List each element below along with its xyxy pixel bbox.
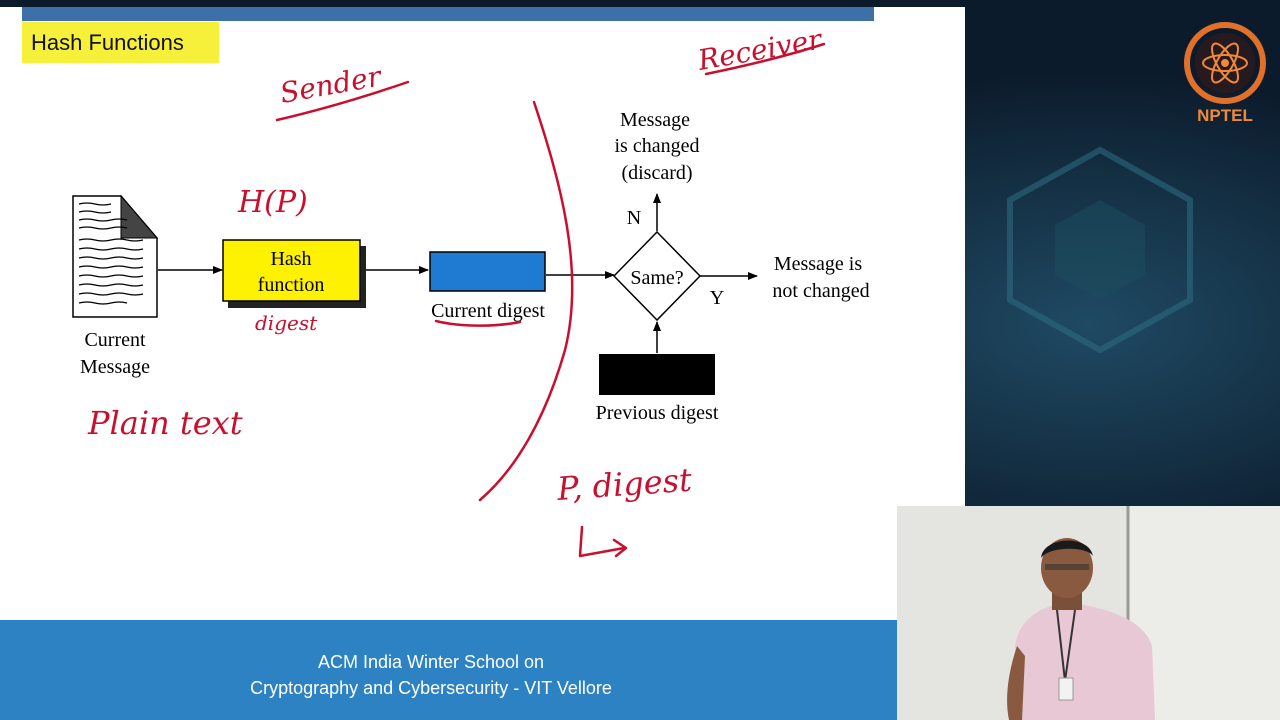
document-icon	[72, 194, 159, 318]
decision-diamond	[612, 230, 702, 322]
plain-text-annotation: Plain text	[87, 404, 243, 442]
changed-label-3: (discard)	[621, 162, 692, 184]
speaker-video	[897, 506, 1280, 720]
ink-annotations	[275, 42, 826, 558]
nptel-logo: NPTEL	[1184, 22, 1266, 125]
hook-arrow	[578, 525, 628, 558]
current-message-label: Current	[84, 329, 146, 351]
slide-top-bar	[22, 7, 874, 21]
digest-annotation: digest	[255, 311, 318, 335]
yes-label: Y	[710, 287, 724, 309]
nptel-logo-text: NPTEL	[1197, 106, 1253, 125]
speaker-photo	[897, 506, 1280, 720]
sender-underline	[275, 80, 410, 122]
sender-annotation: Sender	[277, 59, 384, 109]
previous-digest-box	[599, 354, 715, 395]
receiver-annotation: Receiver	[695, 22, 826, 77]
changed-label: Message	[620, 109, 690, 131]
not-changed-label-2: not changed	[772, 280, 869, 302]
hexagon-decoration	[1007, 146, 1193, 354]
hash-diagram: Current Message Hash function Current di…	[72, 22, 870, 558]
changed-label-2: is changed	[615, 135, 700, 157]
footer-banner: ACM India Winter School on Cryptography …	[0, 620, 897, 720]
footer-line-1: ACM India Winter School on	[317, 652, 545, 672]
current-message-label-2: Message	[80, 356, 150, 378]
hash-function-label-2: function	[258, 274, 325, 296]
slide-title: Hash Functions	[22, 22, 219, 63]
hash-function-box	[222, 239, 361, 302]
current-digest-label: Current digest	[431, 300, 545, 322]
no-label: N	[627, 207, 641, 229]
hp-annotation: H(P)	[237, 185, 308, 220]
not-changed-label: Message is	[774, 253, 863, 275]
decision-label: Same?	[630, 267, 683, 289]
previous-digest-label: Previous digest	[596, 402, 719, 424]
receiver-underline	[704, 42, 826, 76]
divider-curve	[478, 100, 574, 502]
footer-line-2: Cryptography and Cybersecurity - VIT Vel…	[250, 678, 612, 698]
digest-underline	[434, 319, 522, 327]
hash-function-label: Hash	[270, 248, 311, 270]
current-digest-box	[429, 251, 546, 292]
slide-canvas	[0, 7, 965, 620]
p-digest-annotation: P, digest	[555, 461, 693, 508]
